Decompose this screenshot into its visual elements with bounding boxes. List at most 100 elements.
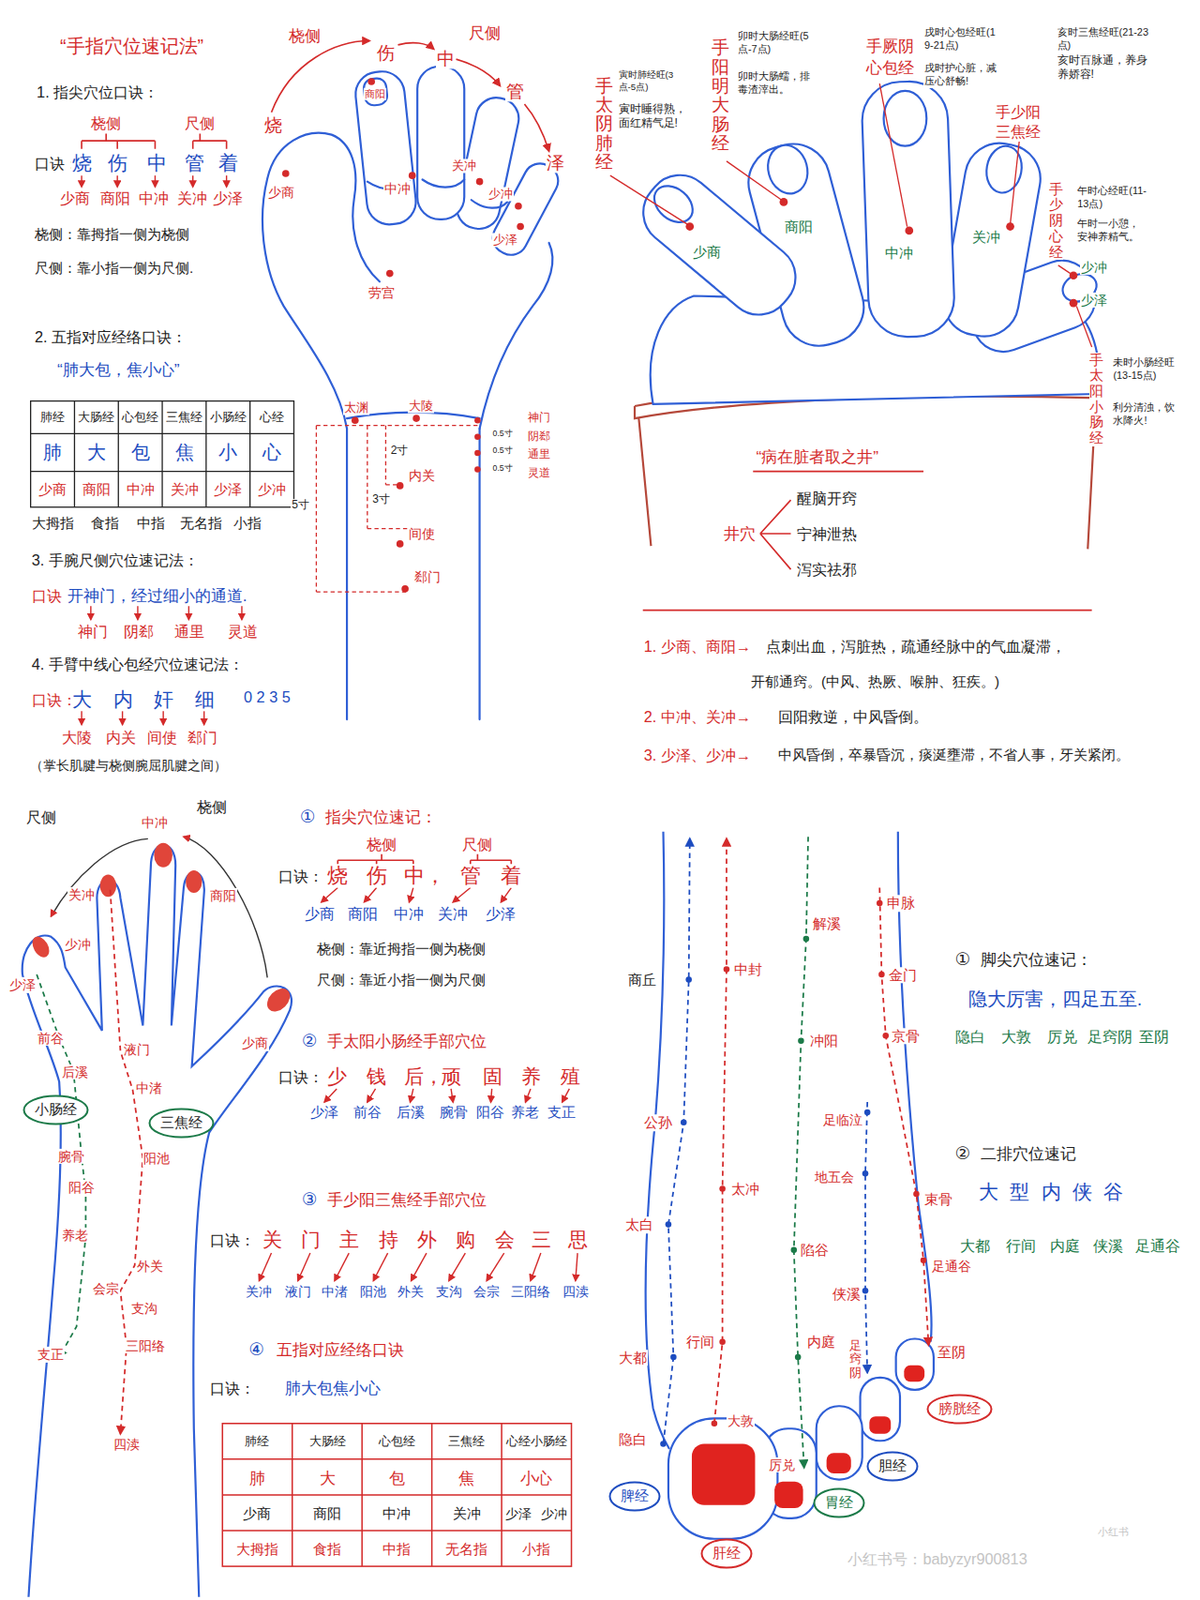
foot-drawing — [896, 1337, 934, 1389]
open-hand-drawing — [982, 143, 1025, 196]
annotation-text: 阳池 — [359, 1283, 388, 1299]
meridian-ellipse: 小肠经 — [22, 1094, 90, 1125]
annotation-text: 少泽 — [8, 976, 37, 992]
mnemonic-arrow — [500, 887, 511, 902]
mnemonic-arrow — [188, 605, 190, 619]
annotation-text: 液门 — [284, 1283, 313, 1299]
annotation-text: 井穴 — [722, 524, 757, 543]
annotation-text: 口诀： — [209, 1379, 256, 1397]
annotation-text: 三焦经 — [447, 1433, 486, 1448]
annotation-text: ④ — [248, 1338, 267, 1359]
annotation-text: 四渎 — [561, 1283, 590, 1299]
annotation-text: 后溪 — [60, 1064, 90, 1080]
annotation-text: 至阴 — [936, 1343, 967, 1360]
title: “手指穴位速记法” — [59, 35, 205, 58]
annotation-text: 侠溪 — [1092, 1236, 1125, 1255]
mnemonic-arrow — [452, 887, 471, 902]
annotation-text: 口诀： — [209, 1230, 256, 1249]
annotation-text: 支沟 — [130, 1300, 159, 1316]
annotation-text: 关冲 — [451, 1504, 482, 1521]
annotation-text: 前谷 — [36, 1030, 65, 1046]
annotation-text: 少泽 — [492, 232, 519, 247]
annotation-text: 桡侧 — [365, 835, 398, 854]
annotation-text: 门 — [300, 1228, 322, 1251]
annotation-text: 后， — [403, 1065, 445, 1088]
annotation-text: 神门 — [76, 621, 109, 640]
annotation-text: 少冲 — [63, 936, 92, 952]
mnemonic-arrow — [90, 605, 91, 619]
leader-line — [1058, 265, 1071, 274]
annotation-text: 关冲 — [436, 904, 469, 923]
annotation-text: 少泽 — [504, 1505, 533, 1521]
mnemonic-arrow — [411, 1252, 427, 1280]
annotation-text: 少商 — [267, 183, 296, 199]
annotation-text: 尺侧 — [25, 807, 58, 825]
annotation-text: 焦 — [174, 441, 195, 464]
annotation-text: 钱 — [365, 1065, 388, 1088]
annotation-text: 手太阴肺经 — [595, 76, 614, 173]
annotation-text: ② — [954, 1142, 973, 1163]
meridian-name: 肝经 — [712, 1543, 741, 1563]
finger-arc-arrow — [271, 41, 550, 152]
acupoint-dot — [791, 1246, 798, 1254]
annotation-text: 烧 — [263, 115, 284, 135]
annotation-text: 回阳救逆，中风昏倒。 — [777, 707, 930, 726]
hand-back-drawing — [22, 844, 292, 1597]
mnemonic-arrow — [530, 1252, 541, 1280]
mnemonic-arrow — [373, 1252, 388, 1280]
acupoint-dot — [474, 433, 481, 440]
annotation-text: 宁神泄热 — [795, 525, 858, 543]
annotation-text: 中冲 — [884, 244, 915, 261]
annotation-text: 小指 — [232, 515, 263, 532]
annotation-text: 少冲 — [487, 186, 514, 201]
mnemonic-arrow — [410, 1088, 414, 1102]
table-grid — [222, 1423, 571, 1566]
annotation-text: 小肠经 — [209, 410, 248, 425]
annotation-text: 桡侧：靠拇指一侧为桡侧 — [33, 226, 191, 243]
annotation-text: 着 — [499, 863, 523, 887]
annotation-text: 手阳明大肠经 — [711, 38, 730, 153]
annotation-text: “病在脏者取之井” — [754, 446, 880, 465]
annotation-text: 三阳络 — [124, 1336, 166, 1352]
annotation-text: 三 — [530, 1228, 553, 1251]
annotation-text: 烧 — [71, 151, 93, 175]
mnemonic-arrow — [367, 1088, 376, 1102]
annotation-text: 中 — [146, 151, 168, 175]
meridian-ellipse: 三焦经 — [148, 1107, 215, 1139]
annotation-text: 2. 中冲、关冲→ — [643, 707, 752, 726]
acupoint-dot — [791, 935, 810, 1361]
acupoint-dot — [803, 935, 810, 943]
annotation-text: 液门 — [122, 1041, 151, 1057]
mnemonic-arrow — [203, 710, 205, 724]
acupoint-dot — [719, 1185, 726, 1192]
annotation-text: 郄门 — [413, 569, 442, 585]
annotation-text: 包 — [388, 1468, 406, 1487]
annotation-text: 商丘 — [627, 971, 658, 988]
acupoint-dot — [1069, 299, 1079, 308]
annotation-text: 桡侧 — [195, 797, 228, 816]
annotation-text: 2. 五指对应经络口诀： — [33, 328, 188, 346]
fist-drawing — [362, 77, 389, 107]
annotation-text: 亥时百脉通，养身养娇容! — [1056, 53, 1151, 83]
annotation-text: 五指对应经络口诀 — [275, 1339, 405, 1359]
annotation-text: 大 — [318, 1468, 337, 1487]
table-grid — [30, 401, 295, 508]
annotation-text: 奸 — [152, 688, 175, 711]
table-grid — [222, 1423, 571, 1566]
annotation-text: 中指 — [381, 1540, 412, 1557]
acupoint-dot — [882, 1032, 889, 1039]
acupoint-dot — [862, 1287, 870, 1294]
acupoint-dot — [711, 900, 928, 1426]
annotation-text: 内关 — [407, 467, 436, 483]
acupoint-dot — [685, 222, 694, 231]
annotation-text: 关冲 — [169, 481, 200, 498]
annotation-text: 小红书号：babyzyr900813 — [846, 1549, 1028, 1568]
acupoint-dot — [412, 414, 420, 422]
mnemonic-arrow — [258, 1252, 271, 1280]
annotation-text: 厉兑 — [767, 1456, 796, 1472]
side-arc-arrow — [183, 836, 268, 977]
annotation-text: 少商 — [240, 1035, 270, 1050]
annotation-text: 少泽 — [211, 189, 244, 208]
annotation-text: 指尖穴位速记： — [324, 807, 438, 826]
acupoint-dot — [864, 1109, 871, 1116]
